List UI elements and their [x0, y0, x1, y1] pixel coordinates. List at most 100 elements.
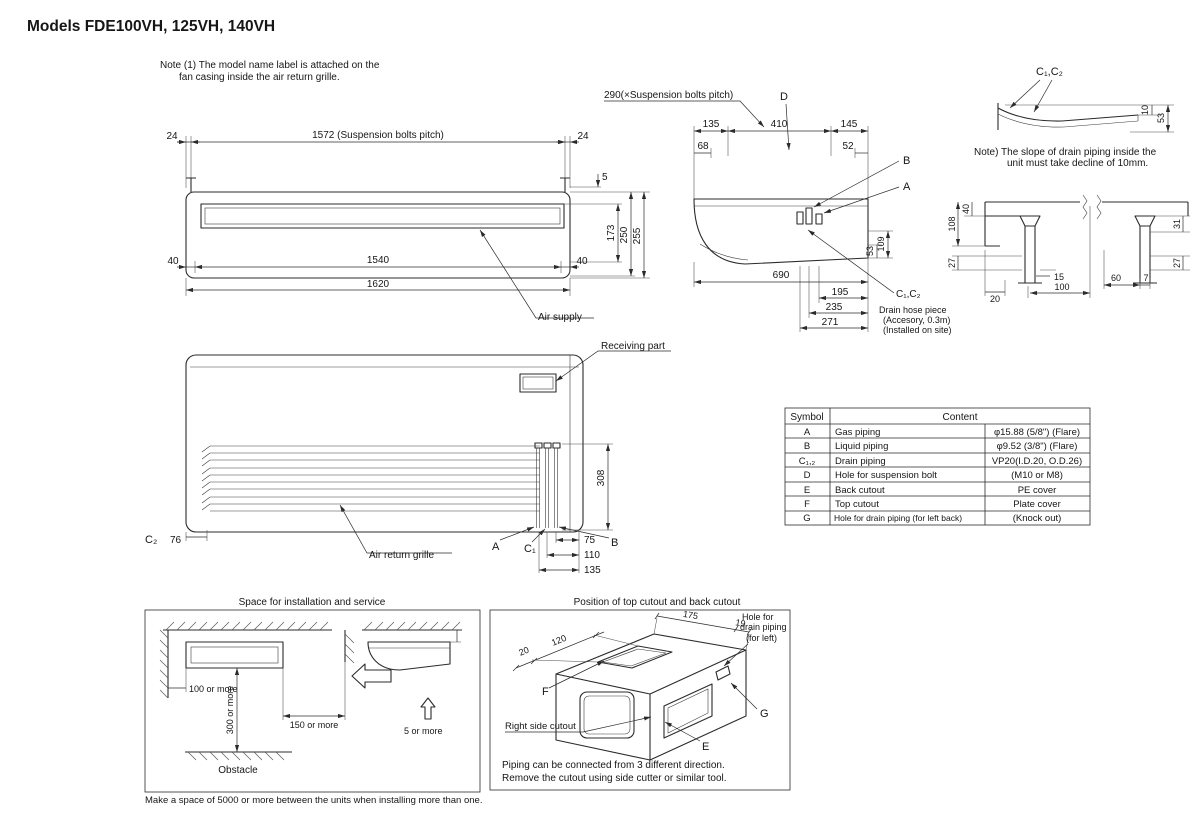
receiving-part — [519, 373, 557, 393]
row-name: Gas piping — [835, 427, 880, 438]
cutout-panel: Position of top cutout and back cutout 2… — [489, 597, 791, 791]
row-value: (M10 or M8) — [1011, 470, 1063, 481]
left-block-arrow — [351, 663, 392, 689]
air-return-grille-label: Air return grille — [369, 550, 434, 561]
hole-drain-line1: Hole for — [742, 612, 774, 622]
dim-410: 410 — [771, 119, 788, 130]
hole-drain-line2: drain piping — [740, 622, 787, 632]
model-label-note-line1: Note (1) The model name label is attache… — [160, 60, 380, 71]
dim-135: 135 — [584, 565, 601, 576]
plan-view: 24 1572 (Suspension bolts pitch) 24 5 17… — [166, 130, 650, 323]
dim-75: 75 — [584, 535, 596, 546]
symbol-table: Symbol Content A Gas piping φ15.88 (5/8"… — [784, 407, 1091, 526]
pipe-stub-1 — [796, 211, 804, 225]
hole-drain-line3: (for left) — [746, 633, 777, 643]
dim-145: 145 — [841, 119, 858, 130]
title-block: Models FDE100VH, 125VH, 140VH Note (1) T… — [27, 18, 380, 83]
model-label-note-line2: fan casing inside the air return grille. — [179, 72, 340, 83]
cutout-dim-120: 120 — [550, 633, 568, 648]
row-value: VP20(I.D.20, O.D.26) — [992, 456, 1082, 467]
unit-front-small — [185, 641, 284, 669]
dim-110: 110 — [584, 550, 600, 561]
slope-dim-10: 10 — [1140, 105, 1150, 115]
dim-195: 195 — [832, 287, 849, 298]
row-value: Plate cover — [1013, 499, 1061, 510]
row-symbol: A — [804, 427, 811, 438]
grille-leader — [339, 504, 452, 554]
row-symbol: E — [804, 485, 810, 496]
slope-profile — [997, 103, 1139, 130]
dim-24-right: 24 — [577, 131, 589, 142]
table-header-content: Content — [942, 412, 977, 423]
left-drain-profile — [984, 201, 1080, 284]
table-header-symbol: Symbol — [790, 412, 823, 423]
dim-1572: 1572 (Suspension bolts pitch) — [312, 130, 444, 141]
side-unit-outline — [693, 198, 869, 265]
dim-20: 20 — [990, 294, 1000, 304]
dim-100: 100 — [1054, 282, 1069, 292]
table-border — [784, 407, 1091, 526]
row-name: Hole for drain piping (for left back) — [834, 513, 962, 523]
receiving-part-leader — [555, 350, 671, 382]
dim-290: 290(×Suspension bolts pitch) — [604, 90, 733, 101]
dim-173: 173 — [606, 224, 617, 241]
dim-27-left: 27 — [947, 258, 957, 268]
pipe-stub-2 — [805, 207, 813, 225]
dim-31: 31 — [1172, 219, 1182, 229]
row-symbol: G — [803, 513, 810, 524]
slope-note-line1: Note) The slope of drain piping inside t… — [974, 147, 1157, 158]
front-a-label: A — [492, 541, 500, 553]
dim-5-or-more: 5 or more — [404, 726, 443, 736]
installation-caption: Make a space of 5000 or more between the… — [145, 795, 482, 806]
front-b-label: B — [611, 537, 618, 549]
cutout-dim-19: 19 — [735, 617, 747, 629]
receiving-part-label: Receiving part — [601, 341, 665, 352]
dim-255: 255 — [632, 227, 643, 244]
right-side-cutout-leader — [505, 716, 652, 733]
air-supply-leader — [479, 229, 594, 319]
b-leader — [813, 160, 900, 208]
dim-108: 108 — [947, 216, 957, 231]
front-unit-outline — [185, 354, 584, 533]
up-block-arrow — [420, 697, 436, 720]
dim-300-or-more: 300 or more — [225, 686, 235, 735]
slope-note-line2: unit must take decline of 10mm. — [1007, 158, 1148, 169]
cutout-dim-175: 175 — [682, 609, 699, 621]
iso-unit — [555, 633, 747, 761]
right-side-cutout-label: Right side cutout — [505, 721, 576, 732]
dim-27-right: 27 — [1172, 258, 1182, 268]
dim-308: 308 — [596, 469, 607, 486]
row-name: Drain piping — [835, 456, 886, 467]
pipe-stub-3 — [815, 213, 823, 225]
row-name: Back cutout — [835, 485, 885, 496]
right-side-cutout — [663, 683, 713, 739]
cutout-box — [489, 609, 791, 791]
row-symbol: B — [804, 441, 810, 452]
row-value: φ9.52 (3/8") (Flare) — [997, 441, 1078, 452]
suspension-hangers — [186, 177, 570, 192]
drain-position-detail: 40 108 27 20 15 100 60 7 31 27 — [947, 194, 1190, 304]
dim-40: 40 — [961, 204, 971, 214]
g-label: G — [760, 708, 769, 720]
top-cutout-f — [597, 645, 673, 669]
dim-68: 68 — [697, 141, 709, 152]
row-value: φ15.88 (5/8") (Flare) — [994, 427, 1080, 438]
row-value: (Knock out) — [1013, 513, 1062, 524]
slope-detail: C₁,C₂ 10 53 Note) The slope of drain pip… — [974, 66, 1174, 169]
row-symbol: F — [804, 499, 810, 510]
air-return-grille — [201, 445, 540, 512]
dim-135: 135 — [703, 119, 720, 130]
obstacle-label: Obstacle — [218, 765, 258, 776]
dim-690: 690 — [773, 270, 790, 281]
row-name: Hole for suspension bolt — [835, 470, 937, 481]
dim-271: 271 — [822, 317, 839, 328]
dim-1620: 1620 — [367, 279, 390, 290]
row-value: PE cover — [1018, 485, 1057, 496]
c2-label: C₂ — [145, 534, 157, 546]
dim-76: 76 — [170, 535, 182, 546]
dim-100-or-more: 100 or more — [189, 684, 238, 694]
a-label: A — [903, 181, 911, 193]
dim-60: 60 — [1111, 273, 1121, 283]
dim-235: 235 — [826, 302, 843, 313]
